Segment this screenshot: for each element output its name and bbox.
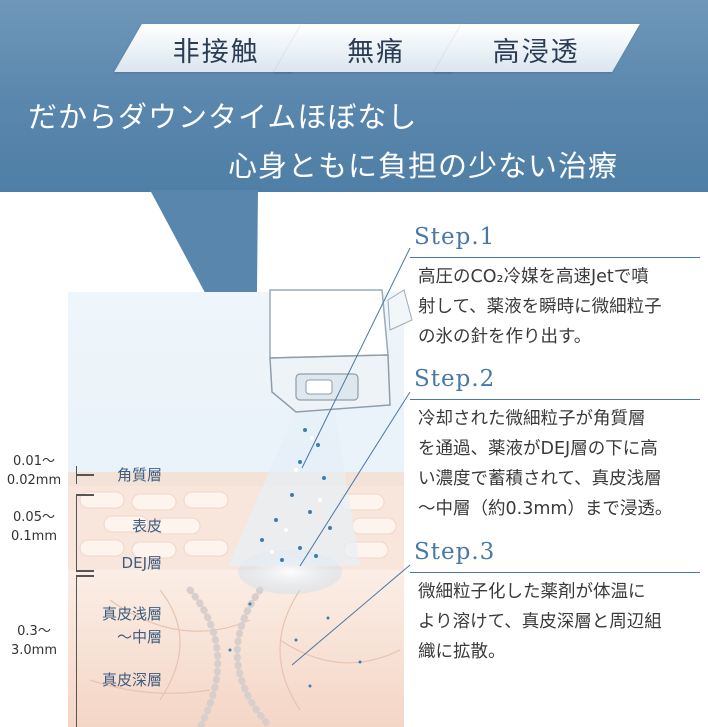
depth-label-epidermis: 0.05〜0.1mm — [10, 510, 57, 544]
step2-title: Step.2 — [414, 366, 496, 392]
layer-label-dermis-shallow: 真皮浅層 — [101, 605, 162, 623]
step2-text: 冷却された微細粒子が角質層を通過、薬液がDEJ層の下に高い濃度で蓄積されて、真皮… — [418, 409, 673, 519]
tick — [76, 570, 94, 572]
depth-label-dermis: 0.3〜3.0mm — [10, 624, 57, 658]
layer-label-dermis-mid: 〜中層 — [116, 628, 162, 646]
step3-text: 微細粒子化した薬剤が体温により溶けて、真皮深層と周辺組織に拡散。 — [418, 582, 662, 662]
layer-label-dermis-deep: 真皮深層 — [101, 671, 162, 689]
layer-label-corneum: 角質層 — [116, 466, 162, 484]
tick — [76, 474, 94, 476]
spray-cone — [228, 412, 360, 566]
bracket-epidermis — [76, 494, 77, 572]
tick — [76, 575, 94, 577]
headline-line2: 心身ともに負担の少ない治療 — [228, 149, 619, 183]
device-nozzle — [269, 289, 413, 413]
step2-rule — [410, 399, 700, 400]
step1-title: Step.1 — [414, 224, 496, 250]
step1-rule — [410, 257, 700, 258]
depth-label-corneum: 0.01〜0.02mm — [6, 454, 62, 488]
layer-label-epidermis: 表皮 — [131, 517, 162, 535]
bracket-dermis — [76, 575, 77, 727]
step3-title: Step.3 — [414, 539, 496, 565]
headline-line1: だからダウンタイムほぼなし — [28, 100, 418, 134]
step1-text: 高圧のCO₂冷媒を高速Jetで噴射して、薬液を瞬時に微細粒子の氷の針を作り出す。 — [418, 267, 662, 347]
step3-rule — [410, 572, 700, 573]
layer-label-dej: DEJ層 — [121, 554, 162, 572]
tick — [76, 494, 94, 496]
